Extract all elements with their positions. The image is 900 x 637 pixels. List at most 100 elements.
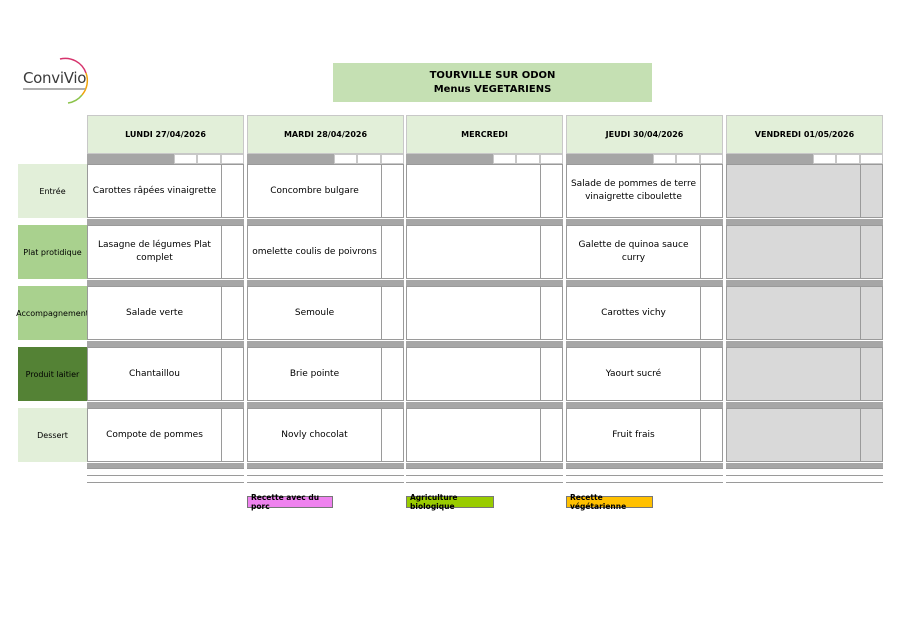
dish-text [407, 287, 540, 339]
row-label: Entrée [18, 164, 87, 218]
header-subrow [566, 154, 723, 164]
cell-divider [860, 226, 861, 278]
town-title: TOURVILLE SUR ODON [429, 69, 556, 81]
row-separator [87, 280, 244, 286]
row-separator [87, 402, 244, 408]
cell-divider [700, 409, 701, 461]
cell-divider [381, 348, 382, 400]
row-separator [726, 402, 883, 408]
menu-cell: Fruit frais [566, 408, 723, 462]
day-mardi-header: MARDI 28/04/2026 [247, 115, 404, 154]
row-label: Accompagnement [16, 286, 89, 340]
legend-bio: Agriculture biologique [406, 493, 494, 511]
footer-line [726, 475, 883, 476]
row-separator [566, 219, 723, 225]
cell-divider [540, 409, 541, 461]
dish-text: Yaourt sucré [605, 368, 662, 379]
row-separator [247, 219, 404, 225]
menu-cell: Chantaillou [87, 347, 244, 401]
day-mercredi-header: MERCREDI [406, 115, 563, 154]
menu-cell [406, 164, 563, 218]
menu-cell: Carottes râpées vinaigrette [87, 164, 244, 218]
menu-cell [726, 408, 883, 462]
dish-text: Compote de pommes [106, 429, 203, 440]
menu-cell [726, 347, 883, 401]
footer-line [247, 468, 404, 469]
dish-text: Salade verte [126, 307, 183, 318]
menu-cell: Brie pointe [247, 347, 404, 401]
dish-text [727, 165, 860, 217]
footer-line [566, 468, 723, 469]
footer-line [247, 475, 404, 476]
footer-line [406, 468, 563, 469]
row-separator [566, 402, 723, 408]
menu-cell: Galette de quinoa sauce curry [566, 225, 723, 279]
dish-text [727, 226, 860, 278]
menu-cell [406, 225, 563, 279]
row-separator [726, 463, 883, 469]
cell-divider [540, 287, 541, 339]
cell-divider [860, 165, 861, 217]
cell-divider [381, 409, 382, 461]
menu-cell: Semoule [247, 286, 404, 340]
row-separator [247, 402, 404, 408]
cell-divider [540, 165, 541, 217]
footer-line [247, 482, 404, 483]
row-separator [406, 280, 563, 286]
dish-text: Chantaillou [129, 368, 180, 379]
dish-text: Lasagne de légumes Plat complet [98, 240, 211, 263]
dish-text [407, 348, 540, 400]
menu-cell: Salade de pommes de terre vinaigrette ci… [566, 164, 723, 218]
cell-divider [540, 226, 541, 278]
menu-title-box: TOURVILLE SUR ODON Menus VEGETARIENS [333, 63, 652, 102]
footer-line [566, 475, 723, 476]
logo-tagline-bar [23, 88, 85, 90]
cell-divider [221, 409, 222, 461]
row-separator [87, 463, 244, 469]
logo-swirl-icon [59, 57, 89, 104]
dish-text [407, 226, 540, 278]
dish-text [727, 409, 860, 461]
day-lundi-header: LUNDI 27/04/2026 [87, 115, 244, 154]
dish-text [407, 165, 540, 217]
logo-text: ConviVio [23, 69, 87, 87]
row-separator [726, 280, 883, 286]
footer-line [406, 482, 563, 483]
row-separator [406, 219, 563, 225]
cell-divider [221, 348, 222, 400]
row-separator [247, 463, 404, 469]
cell-divider [381, 165, 382, 217]
footer-line [726, 482, 883, 483]
menu-cell: Concombre bulgare [247, 164, 404, 218]
cell-divider [540, 348, 541, 400]
menu-cell [726, 286, 883, 340]
dish-text: Galette de quinoa sauce curry [578, 240, 689, 263]
menu-cell [726, 225, 883, 279]
row-separator [406, 402, 563, 408]
footer-line [566, 482, 723, 483]
menu-subtitle: Menus VEGETARIENS [433, 83, 552, 95]
dish-text: Concombre bulgare [270, 185, 359, 196]
cell-divider [221, 165, 222, 217]
cell-divider [860, 287, 861, 339]
footer-line [406, 475, 563, 476]
cell-divider [221, 226, 222, 278]
dish-text: Salade de pommes de terre vinaigrette ci… [570, 179, 697, 202]
row-separator [566, 463, 723, 469]
row-separator [247, 341, 404, 347]
row-separator [726, 341, 883, 347]
dish-text [727, 287, 860, 339]
day-vendredi-header: VENDREDI 01/05/2026 [726, 115, 883, 154]
dish-text: Carottes râpées vinaigrette [92, 185, 217, 196]
cell-divider [860, 348, 861, 400]
cell-divider [700, 287, 701, 339]
menu-cell [406, 347, 563, 401]
row-separator [406, 341, 563, 347]
cell-divider [381, 287, 382, 339]
header-subrow [247, 154, 404, 164]
row-label: Produit laitier [18, 347, 87, 401]
header-subrow [87, 154, 244, 164]
row-separator [566, 341, 723, 347]
dish-text: Fruit frais [612, 429, 655, 440]
row-separator [87, 219, 244, 225]
